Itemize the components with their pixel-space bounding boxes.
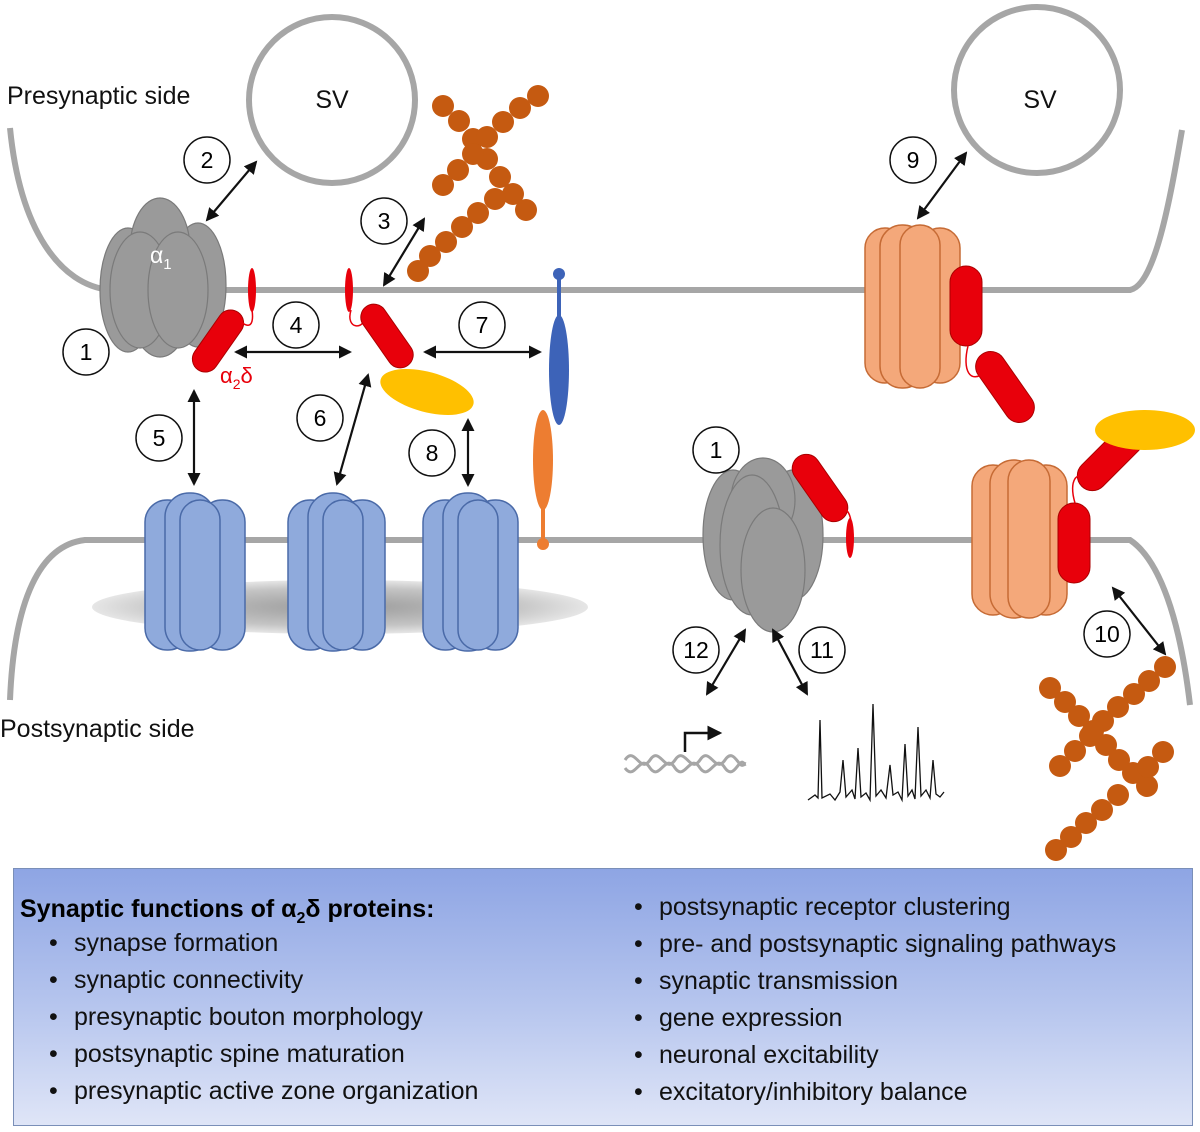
arrow-12 — [705, 628, 747, 696]
marker-1-post: 1 — [692, 426, 740, 474]
marker-6: 6 — [296, 394, 344, 442]
postsynaptic-receptor — [287, 492, 386, 652]
arrow-2 — [205, 160, 258, 222]
ligand-yellow — [380, 369, 474, 415]
marker-7: 7 — [458, 301, 506, 349]
alpha2delta-subunit-presynaptic: α2δ — [191, 268, 256, 392]
marker-8: 8 — [408, 429, 456, 477]
alpha2delta-subunit-postsynaptic — [791, 453, 854, 558]
postsynaptic-side-label: Postsynaptic side — [0, 715, 195, 743]
marker-9: 9 — [889, 136, 937, 184]
list-item: excitatory/inhibitory balance — [634, 1078, 967, 1107]
arrow-10 — [1111, 586, 1167, 656]
number-markers: 1 2 3 4 5 6 7 8 1 9 10 11 12 — [62, 136, 1131, 674]
svg-text:12: 12 — [683, 637, 709, 663]
postsynaptic-adhesion-molecule — [533, 410, 553, 550]
arrow-11 — [772, 628, 808, 696]
list-item: synapse formation — [49, 929, 278, 958]
gene-expression-icon — [623, 725, 747, 774]
svg-text:1: 1 — [80, 339, 93, 365]
presynaptic-side-label: Presynaptic side — [7, 82, 190, 110]
presynaptic-orange-channel — [864, 224, 961, 389]
marker-5: 5 — [135, 414, 183, 462]
svg-text:2: 2 — [201, 147, 214, 173]
functions-title: Synaptic functions of α2δ proteins: — [20, 895, 435, 927]
interaction-arrows — [187, 151, 1167, 696]
list-item: neuronal excitability — [634, 1041, 879, 1070]
list-item: synaptic connectivity — [49, 966, 303, 995]
synaptic-functions-box: Synaptic functions of α2δ proteins: syna… — [13, 868, 1193, 1126]
presynaptic-calcium-channel: α1 — [99, 197, 227, 358]
alpha2delta-subunit-presynaptic-right — [949, 265, 1035, 423]
list-item: postsynaptic spine maturation — [49, 1040, 405, 1069]
svg-text:6: 6 — [314, 405, 327, 431]
postsynaptic-orange-channel — [971, 459, 1068, 619]
svg-text:1: 1 — [710, 437, 723, 463]
marker-11: 11 — [798, 626, 846, 674]
list-item: presynaptic bouton morphology — [49, 1003, 423, 1032]
list-item: pre- and postsynaptic signaling pathways — [634, 930, 1116, 959]
postsynaptic-calcium-channel — [702, 457, 824, 633]
sv-label: SV — [315, 86, 349, 114]
marker-1-pre: 1 — [62, 328, 110, 376]
alpha1-label: α1 — [150, 242, 172, 273]
list-item: synaptic transmission — [634, 967, 898, 996]
synaptic-vesicle-right: SV — [951, 4, 1123, 176]
svg-text:10: 10 — [1094, 621, 1120, 647]
list-item: postsynaptic receptor clustering — [634, 893, 1011, 922]
alpha2delta-label: α2δ — [220, 363, 253, 392]
arrow-9 — [916, 151, 968, 220]
ligand-yellow — [1095, 410, 1195, 450]
marker-12: 12 — [672, 626, 720, 674]
list-item: presynaptic active zone organization — [49, 1077, 478, 1106]
marker-2: 2 — [183, 136, 231, 184]
marker-4: 4 — [272, 301, 320, 349]
marker-10: 10 — [1083, 610, 1131, 658]
postsynaptic-receptor — [422, 492, 519, 652]
svg-text:4: 4 — [290, 312, 303, 338]
actin-filaments-bottom — [1039, 656, 1176, 861]
alpha2delta-free — [345, 268, 414, 369]
synaptic-vesicle-left: SV — [246, 14, 418, 186]
list-item: gene expression — [634, 1004, 843, 1033]
arrow-6 — [333, 373, 372, 486]
svg-text:5: 5 — [153, 425, 166, 451]
svg-text:11: 11 — [810, 637, 834, 663]
svg-text:7: 7 — [476, 312, 489, 338]
marker-3: 3 — [360, 197, 408, 245]
svg-text:9: 9 — [907, 147, 920, 173]
postsynaptic-receptor — [144, 492, 246, 652]
actin-filaments-top — [407, 85, 549, 282]
postsynaptic-membrane — [7, 537, 1193, 706]
svg-text:8: 8 — [426, 440, 439, 466]
presynaptic-adhesion-molecule — [549, 268, 569, 425]
svg-text:3: 3 — [378, 208, 391, 234]
excitability-trace-icon — [807, 703, 945, 803]
sv-label: SV — [1023, 86, 1057, 114]
arrow-3 — [382, 217, 426, 287]
